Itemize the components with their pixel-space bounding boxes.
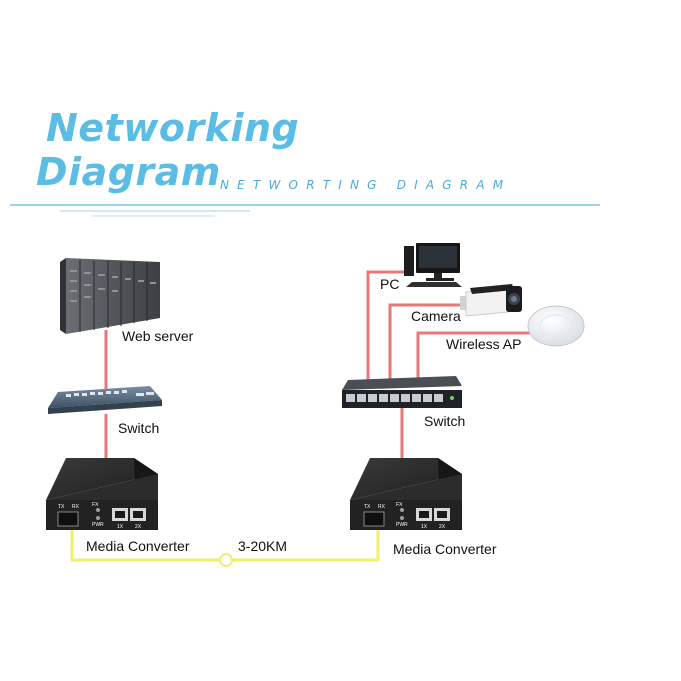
mc-left-tx: TX <box>58 504 65 510</box>
link-wireless-ap <box>416 331 530 384</box>
label-pc: PC <box>380 276 400 292</box>
subtitle: NETWORTING DIAGRAM <box>220 178 512 192</box>
switch-left-icon <box>48 386 162 414</box>
title-line-2: Diagram <box>36 150 221 194</box>
mc-right-pwr: PWR <box>396 522 408 528</box>
label-camera: Camera <box>411 308 461 324</box>
label-media-converter-left: Media Converter <box>86 538 190 554</box>
wireless-ap-icon <box>527 305 585 347</box>
mc-left-port1: 1X <box>117 524 124 530</box>
pc-icon <box>404 243 462 287</box>
mc-right-tx: TX <box>364 504 371 510</box>
mc-left-pwr: PWR <box>92 522 104 528</box>
web-server-icon <box>60 258 160 334</box>
label-wireless-ap: Wireless AP <box>446 336 522 352</box>
mc-right-port2: 2X <box>439 524 446 530</box>
mc-right-port1: 1X <box>421 524 428 530</box>
mc-right-fx: FX <box>396 502 403 508</box>
mc-left-fx: FX <box>92 502 99 508</box>
copper-links <box>104 270 530 458</box>
link-pc <box>366 270 410 384</box>
label-switch-right: Switch <box>424 413 466 429</box>
label-switch-left: Switch <box>118 420 160 436</box>
mc-right-rx: RX <box>378 504 386 510</box>
label-distance: 3-20KM <box>238 538 288 554</box>
camera-icon <box>460 284 522 317</box>
mc-left-rx: RX <box>72 504 80 510</box>
label-web-server: Web server <box>122 328 194 344</box>
media-converter-right-icon <box>350 458 462 530</box>
mc-left-port2: 2X <box>135 524 142 530</box>
title-line-1: Networking <box>46 106 300 150</box>
fiber-link <box>70 528 380 567</box>
switch-right-icon <box>342 376 462 408</box>
header-divider <box>10 204 600 217</box>
link-camera <box>388 303 470 384</box>
media-converter-left-icon <box>46 458 158 530</box>
label-media-converter-right: Media Converter <box>393 541 497 557</box>
